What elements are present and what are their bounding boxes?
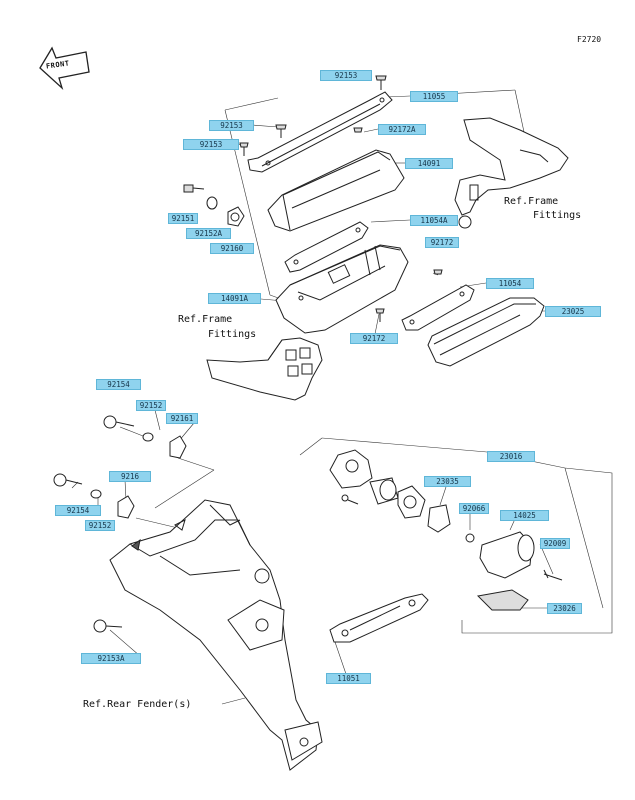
part-11054a[interactable]: 11054A xyxy=(410,215,458,226)
part-92154[interactable]: 92154 xyxy=(96,379,141,390)
part-92153[interactable]: 92153 xyxy=(183,139,239,150)
part-9216[interactable]: 9216 xyxy=(109,471,151,482)
ref-frame-fittings-left-line2: Fittings xyxy=(208,329,257,340)
part-11051[interactable]: 11051 xyxy=(326,673,371,684)
part-23025[interactable]: 23025 xyxy=(545,306,601,317)
ref-rear-fender: Ref.Rear Fender(s) xyxy=(83,699,192,710)
part-23035[interactable]: 23035 xyxy=(424,476,471,487)
part-14091a[interactable]: 14091A xyxy=(208,293,261,304)
ref-frame-fittings-left-line1: Ref.Frame xyxy=(178,314,233,325)
ref-frame-fittings-right-line1: Ref.Frame xyxy=(504,196,559,207)
part-92066[interactable]: 92066 xyxy=(459,503,489,514)
part-92153[interactable]: 92153 xyxy=(320,70,372,81)
ref-frame-fittings-right-line2: Fittings xyxy=(533,210,582,221)
part-14025[interactable]: 14025 xyxy=(500,510,549,521)
part-92161[interactable]: 92161 xyxy=(166,413,198,424)
part-92152[interactable]: 92152 xyxy=(85,520,115,531)
part-92172[interactable]: 92172 xyxy=(425,237,459,248)
part-92009[interactable]: 92009 xyxy=(540,538,570,549)
front-arrow-icon xyxy=(39,46,90,91)
figure-id: F2720 xyxy=(577,35,602,44)
part-11054[interactable]: 11054 xyxy=(486,278,534,289)
part-23026[interactable]: 23026 xyxy=(547,603,582,614)
part-92153a[interactable]: 92153A xyxy=(81,653,141,664)
part-92152[interactable]: 92152 xyxy=(136,400,166,411)
part-92172[interactable]: 92172 xyxy=(350,333,398,344)
part-92151[interactable]: 92151 xyxy=(168,213,198,224)
part-14091[interactable]: 14091 xyxy=(405,158,453,169)
part-11055[interactable]: 11055 xyxy=(410,91,458,102)
part-92160[interactable]: 92160 xyxy=(210,243,254,254)
part-92154[interactable]: 92154 xyxy=(55,505,101,516)
part-92152a[interactable]: 92152A xyxy=(186,228,231,239)
part-92172a[interactable]: 92172A xyxy=(378,124,426,135)
part-23016[interactable]: 23016 xyxy=(487,451,535,462)
part-92153[interactable]: 92153 xyxy=(209,120,254,131)
